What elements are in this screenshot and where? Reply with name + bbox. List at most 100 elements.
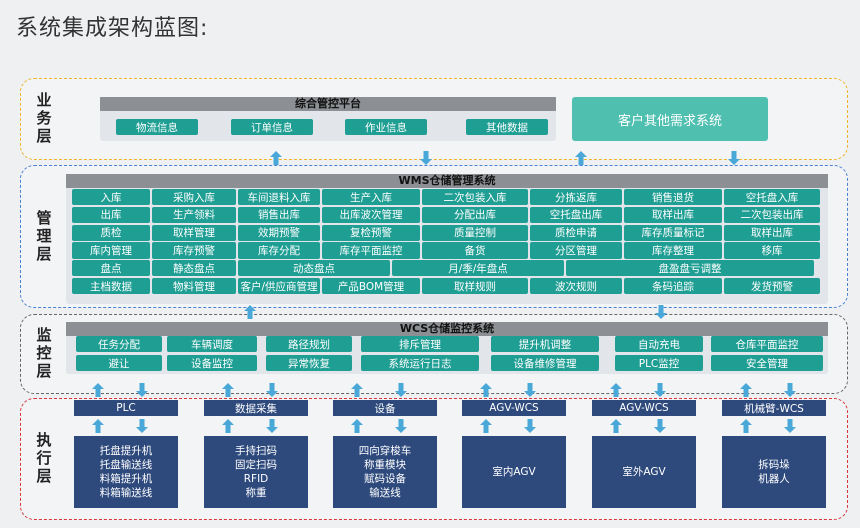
wms-cell: 质量控制 xyxy=(422,224,528,241)
arrow-up-icon xyxy=(222,419,234,433)
exec-head: 数据采集 xyxy=(204,400,308,416)
execution-layer-label: 执行层 xyxy=(34,432,53,486)
wcs-cell: 异常恢复 xyxy=(266,355,352,371)
wms-cell: 动态盘点 xyxy=(238,260,390,277)
arrow-up-icon xyxy=(610,383,622,397)
wms-cell: 取样管理 xyxy=(152,224,236,241)
wms-cell: 主档数据 xyxy=(72,278,150,295)
management-layer-label: 管理层 xyxy=(34,209,53,264)
exec-head: 机械臂-WCS xyxy=(722,400,826,416)
arrow-up-icon xyxy=(740,383,752,397)
wms-cell: 空托盘入库 xyxy=(724,189,820,206)
arrow-down-icon xyxy=(784,419,796,433)
wcs-cell: 排斥管理 xyxy=(361,336,479,352)
wms-cell: 车间退料入库 xyxy=(238,189,320,206)
wms-cell: 入库 xyxy=(72,189,150,206)
page-title: 系统集成架构蓝图: xyxy=(16,16,209,41)
wms-cell: 销售出库 xyxy=(238,206,320,223)
arrow-down-icon xyxy=(654,383,666,397)
arrow-down-icon xyxy=(420,151,432,165)
exec-box-line: RFID xyxy=(243,473,269,485)
exec-box: 托盘提升机托盘输送线料箱提升机料箱输送线 xyxy=(74,436,178,508)
business-info-item: 作业信息 xyxy=(345,119,427,135)
exec-box-line: 称重模块 xyxy=(364,459,406,471)
wms-cell: 效期预警 xyxy=(238,224,320,241)
wms-cell: 客户/供应商管理 xyxy=(238,278,320,295)
arrow-down-icon xyxy=(654,419,666,433)
wcs-cell: 车辆调度 xyxy=(167,336,257,352)
wms-cell: 复检预警 xyxy=(322,224,420,241)
wms-cell: 库内管理 xyxy=(72,242,150,259)
wms-cell: 盘盈盘亏调整 xyxy=(566,260,814,277)
exec-box-line: 料箱提升机 xyxy=(99,473,153,485)
wcs-cell: 仓库平面监控 xyxy=(711,336,823,352)
exec-head: 设备 xyxy=(333,400,437,416)
exec-box-line: 手持扫码 xyxy=(235,445,277,457)
exec-box-line: 室内AGV xyxy=(492,466,536,478)
wcs-cell: 设备监控 xyxy=(167,355,257,371)
wms-cell: 波次规则 xyxy=(530,278,622,295)
business-info-item: 物流信息 xyxy=(116,119,198,135)
arrow-down-icon xyxy=(266,419,278,433)
wms-cell: 分配出库 xyxy=(422,206,528,223)
arrow-up-icon xyxy=(575,151,587,165)
wms-cell: 发货预警 xyxy=(724,278,820,295)
wms-cell: 库存整理 xyxy=(624,242,722,259)
arrow-up-icon xyxy=(610,419,622,433)
wms-cell: 产品BOM管理 xyxy=(322,278,420,295)
arrow-up-icon xyxy=(244,305,256,319)
platform-title: 综合管控平台 xyxy=(100,97,556,111)
wms-cell: 库存分配 xyxy=(238,242,320,259)
wms-cell: 二次包装入库 xyxy=(422,189,528,206)
wms-cell: 出库波次管理 xyxy=(322,206,420,223)
arrow-down-icon xyxy=(524,419,536,433)
wms-cell: 条码追踪 xyxy=(624,278,722,295)
wms-cell: 库存预警 xyxy=(152,242,236,259)
monitoring-layer-label: 监控层 xyxy=(34,327,53,381)
wms-cell: 库存质量标记 xyxy=(624,224,722,241)
wms-cell: 空托盘出库 xyxy=(530,206,622,223)
arrow-down-icon xyxy=(655,305,667,319)
exec-box-line: 称重 xyxy=(245,487,267,499)
wcs-cell: 安全管理 xyxy=(711,355,823,371)
wms-cell: 出库 xyxy=(72,206,150,223)
arrow-up-icon xyxy=(222,383,234,397)
arrow-up-icon xyxy=(740,419,752,433)
wms-cell: 移库 xyxy=(724,242,820,259)
wms-cell: 生产领料 xyxy=(152,206,236,223)
wcs-title: WCS仓储监控系统 xyxy=(66,322,828,336)
wms-cell: 质检申请 xyxy=(530,224,622,241)
exec-box: 室内AGV xyxy=(462,436,566,508)
exec-box-line: 室外AGV xyxy=(622,466,666,478)
wms-cell: 月/季/年盘点 xyxy=(392,260,564,277)
arrow-down-icon xyxy=(266,383,278,397)
wcs-cell: 避让 xyxy=(76,355,162,371)
business-info-item: 订单信息 xyxy=(231,119,313,135)
arrow-down-icon xyxy=(136,383,148,397)
exec-box: 室外AGV xyxy=(592,436,696,508)
business-layer-label: 业务层 xyxy=(34,92,53,146)
arrow-down-icon xyxy=(524,383,536,397)
wms-cell: 采购入库 xyxy=(152,189,236,206)
exec-head: AGV-WCS xyxy=(592,400,696,416)
exec-box: 四向穿梭车称重模块赋码设备输送线 xyxy=(333,436,437,508)
arrow-up-icon xyxy=(480,383,492,397)
wcs-cell: 路径规划 xyxy=(266,336,352,352)
exec-box-line: 四向穿梭车 xyxy=(358,445,412,457)
wms-cell: 静态盘点 xyxy=(152,260,236,277)
wcs-cell: 任务分配 xyxy=(76,336,162,352)
wms-cell: 生产入库 xyxy=(322,189,420,206)
arrow-down-icon xyxy=(395,383,407,397)
arrow-down-icon xyxy=(728,151,740,165)
exec-box-line: 拆码垛 xyxy=(758,459,790,471)
arrow-down-icon xyxy=(395,419,407,433)
wms-cell: 分拣返库 xyxy=(530,189,622,206)
business-info-item: 其他数据 xyxy=(466,119,548,135)
arrow-up-icon xyxy=(92,419,104,433)
exec-box: 拆码垛机器人 xyxy=(722,436,826,508)
exec-box-line: 料箱输送线 xyxy=(99,487,153,499)
arrow-up-icon xyxy=(92,383,104,397)
arrow-down-icon xyxy=(136,419,148,433)
exec-box-line: 托盘输送线 xyxy=(99,459,153,471)
